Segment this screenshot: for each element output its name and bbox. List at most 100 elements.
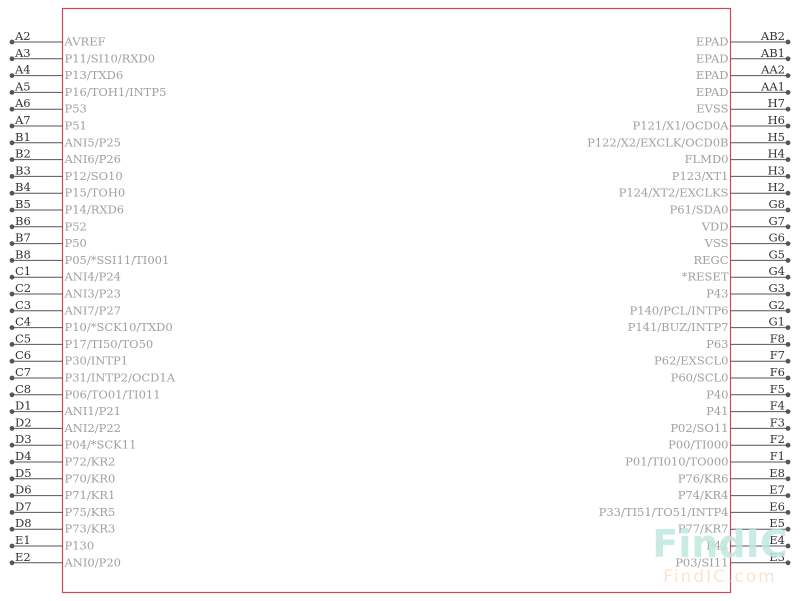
pin-name: ANI2/P22	[64, 421, 121, 435]
pin-terminal-dot	[9, 224, 15, 230]
pin-number: AA2	[760, 63, 785, 77]
pin-terminal-dot	[785, 274, 791, 280]
watermark-logo-text: FindIC	[652, 522, 787, 566]
pin-terminal-dot	[785, 510, 791, 515]
pin-terminal-dot	[785, 224, 791, 230]
pin-terminal-dot	[9, 476, 15, 482]
pin-terminal-dot	[9, 90, 15, 95]
pin-name: P31/INTP2/OCD1A	[65, 371, 176, 385]
pin-number: F7	[770, 348, 785, 362]
pin-terminal-dot	[9, 342, 15, 347]
pin-name: ANI7/P27	[64, 303, 121, 317]
pin-terminal-dot	[9, 241, 15, 247]
pin-name: AVREF	[64, 35, 106, 49]
pin-terminal-dot	[785, 409, 791, 414]
pin-number: A3	[14, 46, 31, 60]
watermark: FindIC FindIC.com	[652, 522, 787, 587]
pin-number: F3	[770, 415, 785, 429]
pin-terminal-dot	[9, 39, 15, 45]
pin-terminal-dot	[9, 174, 15, 179]
pin-name: P15/TOH0	[65, 186, 126, 200]
pin-terminal-dot	[785, 459, 791, 465]
pin-terminal-dot	[785, 526, 791, 532]
pin-number: AB2	[760, 29, 785, 43]
pin-name: P123/XT1	[672, 169, 729, 183]
pin-terminal-dot	[785, 342, 791, 347]
pin-name: ANI0/P20	[64, 555, 121, 569]
pin-number: G6	[768, 231, 785, 245]
pin-terminal-dot	[785, 493, 791, 498]
pin-number: H5	[768, 130, 785, 144]
pin-number: G4	[768, 264, 785, 278]
pin-number: A4	[14, 63, 31, 77]
pin-number: C8	[15, 382, 31, 396]
pin-terminal-dot	[785, 106, 791, 112]
pin-terminal-dot	[9, 106, 15, 112]
pin-terminal-dot	[785, 426, 791, 431]
pin-terminal-dot	[9, 409, 15, 414]
pin-number: D5	[15, 466, 32, 480]
pin-name: P72/KR2	[65, 455, 116, 469]
pin-number: C4	[15, 315, 31, 329]
pin-number: B1	[15, 130, 31, 144]
pin-number: B6	[15, 214, 31, 228]
pin-number: A7	[14, 113, 31, 127]
pin-terminal-dot	[9, 375, 15, 381]
pin-name: P71/KR1	[65, 488, 116, 502]
pin-name: P52	[65, 219, 87, 233]
pin-terminal-dot	[9, 157, 15, 163]
pin-name: P130	[65, 539, 95, 553]
pin-terminal-dot	[9, 510, 15, 515]
pin-name: P141/BUZ/INTP7	[628, 320, 729, 334]
pin-name: P51	[65, 119, 87, 133]
pin-number: F1	[770, 449, 785, 463]
pin-terminal-dot	[785, 442, 791, 448]
pin-name: EPAD	[696, 35, 729, 49]
pin-number: D2	[15, 415, 32, 429]
pin-name: P02/SO11	[670, 421, 728, 435]
pin-terminal-dot	[785, 543, 791, 549]
pin-number: B8	[15, 247, 31, 261]
pin-number: D1	[15, 399, 32, 413]
pin-number: F2	[770, 432, 785, 446]
pin-number: G8	[768, 197, 785, 211]
pin-name: P01/TI010/TO000	[625, 455, 728, 469]
pin-terminal-dot	[9, 73, 15, 78]
pin-number: A6	[14, 96, 31, 110]
pin-number: H7	[768, 96, 785, 110]
pin-terminal-dot	[9, 308, 15, 314]
pin-number: B7	[15, 231, 31, 245]
pin-name: P53	[65, 102, 87, 116]
pin-number: B2	[15, 147, 31, 161]
pin-terminal-dot	[9, 560, 15, 566]
pin-name: P04/*SCK11	[65, 438, 137, 452]
pin-terminal-dot	[785, 39, 791, 45]
pin-terminal-dot	[785, 157, 791, 163]
left-pin: A7 P51	[9, 113, 87, 133]
